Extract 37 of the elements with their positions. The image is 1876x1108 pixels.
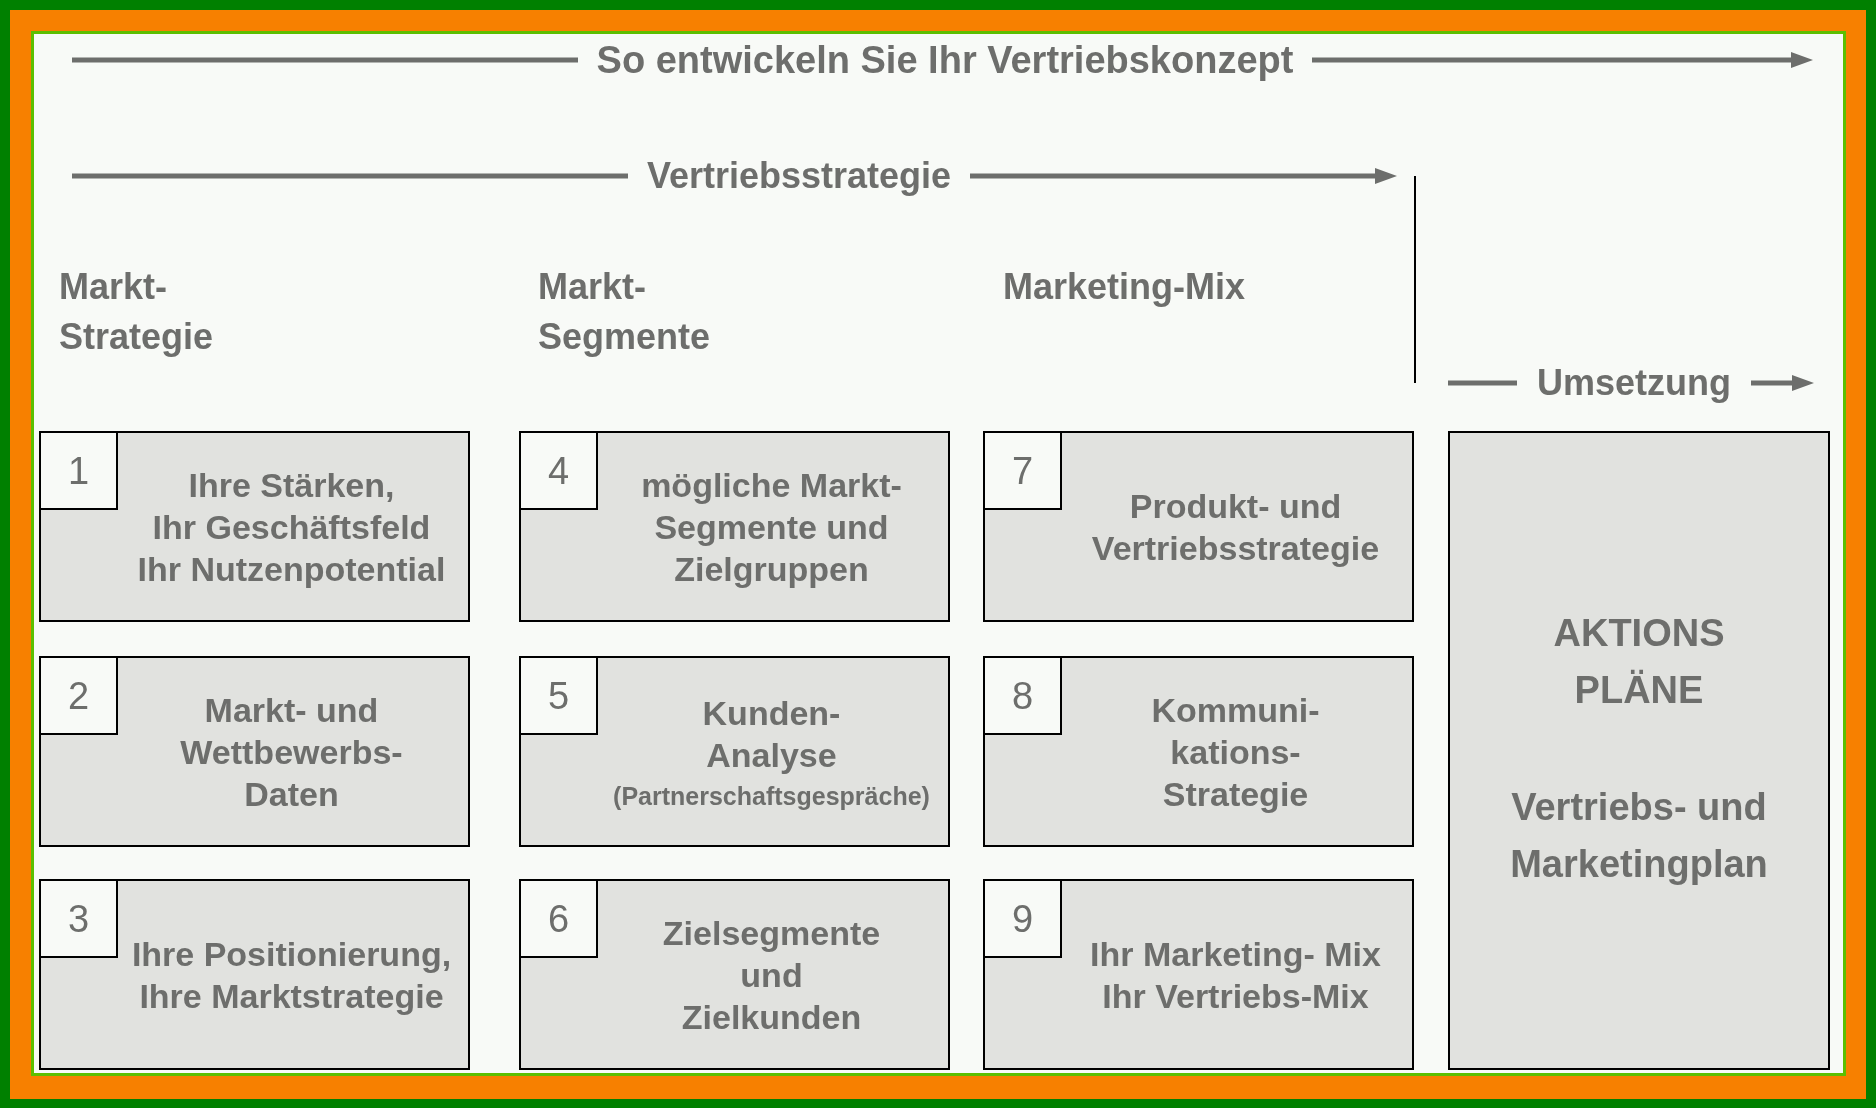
step-text: Zielsegmente und Zielkunden [662,912,881,1038]
step-text: mögliche Markt- Segmente und Zielgruppen [641,464,902,590]
plan-heading: AKTIONS PLÄNE [1553,611,1725,713]
step-box [39,656,470,847]
step-box [519,656,950,847]
diagram-title: So entwickeln Sie Ihr Vertriebskonzept [596,38,1294,83]
step-number-tag: 2 [39,656,118,735]
step-number-tag: 4 [519,431,598,510]
step-box [983,879,1414,1070]
step-number-tag: 6 [519,879,598,958]
step-text: Markt- und Wettbewerbs- Daten [180,689,403,815]
section-heading: Umsetzung [1537,361,1731,405]
column-heading: Marketing-Mix [1003,265,1246,309]
step-box [519,879,950,1070]
column-heading: Markt- Strategie [59,265,214,359]
step-number-tag: 7 [983,431,1062,510]
step-text: Produkt- und Vertriebsstrategie [1091,485,1380,569]
step-box [39,431,470,622]
step-box [39,879,470,1070]
column-heading: Markt- Segmente [538,265,711,359]
step-box [983,431,1414,622]
step-number-tag: 8 [983,656,1062,735]
action-plan-box [1448,431,1830,1070]
step-box [519,431,950,622]
step-text: Ihre Positionierung, Ihre Marktstrategie [131,933,452,1017]
step-number-tag: 1 [39,431,118,510]
step-note: (Partnerschaftsgespräche) [613,780,930,812]
step-number-tag: 3 [39,879,118,958]
plan-text: Vertriebs- und Marketingplan [1510,785,1768,887]
step-box [983,656,1414,847]
step-text: Ihre Stärken, Ihr Geschäftsfeld Ihr Nutzenpotential [137,464,446,590]
step-text: Kunden- Analyse [702,692,841,776]
section-heading: Vertriebsstrategie [646,154,952,198]
step-text: Kommuni- kations- Strategie [1151,689,1320,815]
step-text: Ihr Marketing- Mix Ihr Vertriebs-Mix [1090,933,1381,1017]
step-number-tag: 9 [983,879,1062,958]
step-number-tag: 5 [519,656,598,735]
